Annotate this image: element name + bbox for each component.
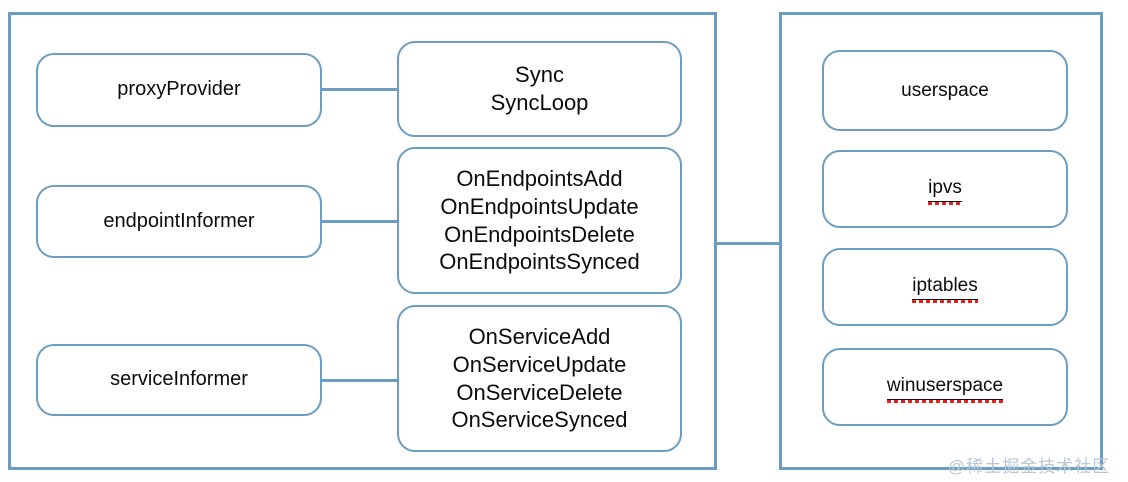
left-group-container	[8, 12, 717, 470]
node-label: userspace	[901, 79, 989, 101]
node-label: OnServiceAdd OnServiceUpdate OnServiceDe…	[451, 324, 628, 433]
node-proxyprovider[interactable]: proxyProvider	[36, 53, 322, 127]
node-label: ipvs	[928, 176, 962, 205]
node-endpoint-handlers[interactable]: OnEndpointsAdd OnEndpointsUpdate OnEndpo…	[397, 147, 682, 294]
node-label: serviceInformer	[110, 368, 248, 391]
node-label: Sync SyncLoop	[490, 62, 589, 115]
node-endpointinformer[interactable]: endpointInformer	[36, 185, 322, 258]
node-label: winuserspace	[886, 374, 1004, 403]
node-ipvs[interactable]: ipvs	[822, 150, 1068, 228]
node-userspace[interactable]: userspace	[822, 50, 1068, 131]
node-winuserspace[interactable]: winuserspace	[822, 348, 1068, 426]
node-label: iptables	[912, 274, 978, 303]
node-label: OnEndpointsAdd OnEndpointsUpdate OnEndpo…	[439, 166, 640, 275]
node-service-handlers[interactable]: OnServiceAdd OnServiceUpdate OnServiceDe…	[397, 305, 682, 452]
connector-endpointinformer-to-endpoint-handlers	[322, 220, 398, 223]
right-group-container	[779, 12, 1103, 470]
node-serviceinformer[interactable]: serviceInformer	[36, 344, 322, 416]
node-label: endpointInformer	[103, 209, 255, 232]
node-label: proxyProvider	[117, 78, 241, 101]
watermark: @稀土掘金技术社区	[948, 457, 1111, 476]
connector-left-group-to-right-group	[714, 242, 782, 245]
connector-proxyprovider-to-sync	[322, 88, 398, 91]
node-sync-syncloop[interactable]: Sync SyncLoop	[397, 41, 682, 137]
connector-serviceinformer-to-service-handlers	[322, 379, 398, 382]
node-iptables[interactable]: iptables	[822, 248, 1068, 326]
